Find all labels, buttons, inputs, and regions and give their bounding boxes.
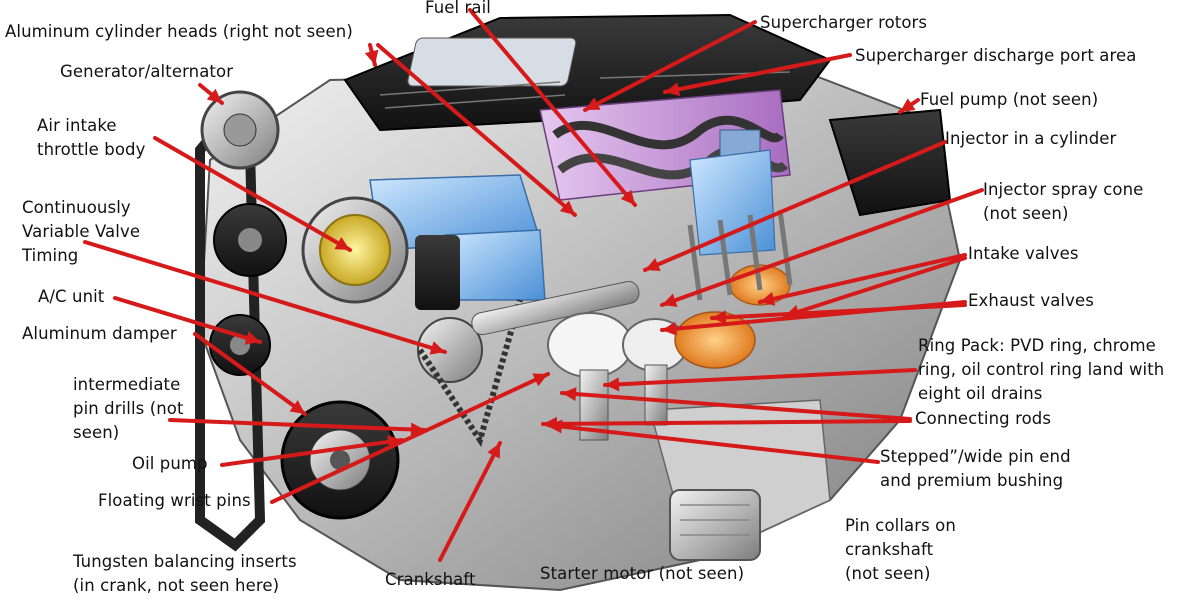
arrow-connecting-rods-2 (541, 419, 912, 426)
label-intermediate-pin-drills: intermediate pin drills (not seen) (73, 375, 184, 442)
arrow-supercharger-rotors-head (585, 97, 601, 110)
arrow-damper-head (289, 400, 305, 414)
arrow-pin-drills-head (410, 422, 425, 437)
label-supercharger-rotors: Supercharger rotors (760, 13, 928, 32)
arrow-fuel-rail-head (620, 189, 635, 205)
arrow-fuel-pump-head (900, 98, 916, 112)
arrow-pin-drills (168, 418, 427, 432)
arrow-ac-unit-head (244, 331, 260, 345)
arrow-connecting-rods-1-head (562, 387, 577, 402)
arrow-cylinder-heads-left-head (364, 49, 379, 65)
arrow-connecting-rods-1 (560, 391, 912, 421)
arrow-stepped-pin (546, 423, 880, 464)
arrow-floating-pins (270, 372, 550, 504)
arrow-exhaust-valves-2-head (712, 310, 727, 325)
label-stepped-pin-end: Stepped”/wide pin end and premium bushin… (880, 447, 1071, 490)
label-intake-valves: Intake valves (968, 244, 1079, 263)
arrow-cylinder-heads-right (376, 43, 577, 217)
arrow-stepped-pin-head (548, 419, 563, 434)
label-aluminum-cylinder-heads: Aluminum cylinder heads (right not seen) (5, 22, 353, 41)
arrow-floating-pins-head (532, 373, 548, 387)
label-generator-alternator: Generator/alternator (60, 62, 234, 81)
label-pin-collars: Pin collars on crankshaft (not seen) (845, 516, 956, 583)
label-crankshaft: Crankshaft (385, 570, 476, 589)
label-injector-in-cylinder: Injector in a cylinder (945, 129, 1117, 148)
intake-runners (369, 149, 776, 301)
arrow-supercharger-discharge-head (665, 82, 681, 97)
arrow-supercharger-rotors (583, 20, 757, 112)
label-aluminum-damper: Aluminum damper (22, 324, 177, 343)
arrow-intake-valves-1 (758, 253, 967, 304)
label-fuel-pump: Fuel pump (not seen) (920, 90, 1099, 109)
label-connecting-rods: Connecting rods (915, 409, 1052, 428)
label-starter-motor: Starter motor (not seen) (540, 564, 745, 583)
arrow-air-intake (153, 136, 352, 252)
arrow-supercharger-discharge (663, 53, 852, 94)
arrow-air-intake-head (334, 236, 350, 250)
label-air-intake: Air intake throttle body (37, 116, 146, 159)
label-ring-pack: Ring Pack: PVD ring, chrome ring, oil co… (918, 336, 1165, 403)
label-fuel-rail: Fuel rail (425, 0, 491, 17)
arrow-exhaust-valves-1-head (662, 321, 677, 336)
throttle-body (301, 196, 460, 310)
arrow-crankshaft (438, 441, 502, 562)
oil-filter (669, 489, 761, 561)
arrow-intake-valves-1-head (760, 292, 776, 306)
label-injector-spray-cone: Injector spray cone (not seen) (983, 180, 1144, 223)
arrow-injector-cylinder (643, 140, 947, 272)
label-tungsten-inserts: Tungsten balancing inserts (in crank, no… (73, 552, 297, 595)
label-cvvt: Continuously Variable Valve Timing (22, 198, 141, 265)
arrow-cylinder-heads-right-head (559, 200, 575, 215)
pistons (547, 312, 688, 441)
arrow-spray-cone-head (662, 293, 678, 307)
arrow-exhaust-valves-2 (710, 303, 967, 320)
arrow-generator-head (206, 88, 222, 103)
arrow-oil-pump (220, 438, 404, 467)
arrow-ring-pack-head (605, 377, 620, 392)
arrow-spray-cone (660, 188, 984, 307)
arrow-injector-cylinder-head (645, 258, 661, 271)
label-floating-wrist-pins: Floating wrist pins (98, 491, 251, 510)
callout-arrows (83, 8, 984, 562)
arrow-damper (193, 332, 307, 416)
arrow-ring-pack (603, 368, 917, 387)
arrow-crankshaft-head (487, 443, 500, 459)
arrow-cvvt (83, 240, 447, 354)
label-oil-pump: Oil pump (132, 454, 208, 473)
label-exhaust-valves: Exhaust valves (968, 291, 1094, 310)
timing-chain (417, 281, 640, 448)
label-ac-unit: A/C unit (38, 287, 105, 306)
arrow-fuel-rail (468, 8, 637, 207)
label-supercharger-discharge: Supercharger discharge port area (855, 46, 1137, 65)
arrow-ac-unit (113, 296, 262, 344)
arrow-cvvt-head (429, 341, 445, 355)
arrow-intake-valves-2 (783, 256, 967, 318)
valve-train (674, 209, 793, 369)
